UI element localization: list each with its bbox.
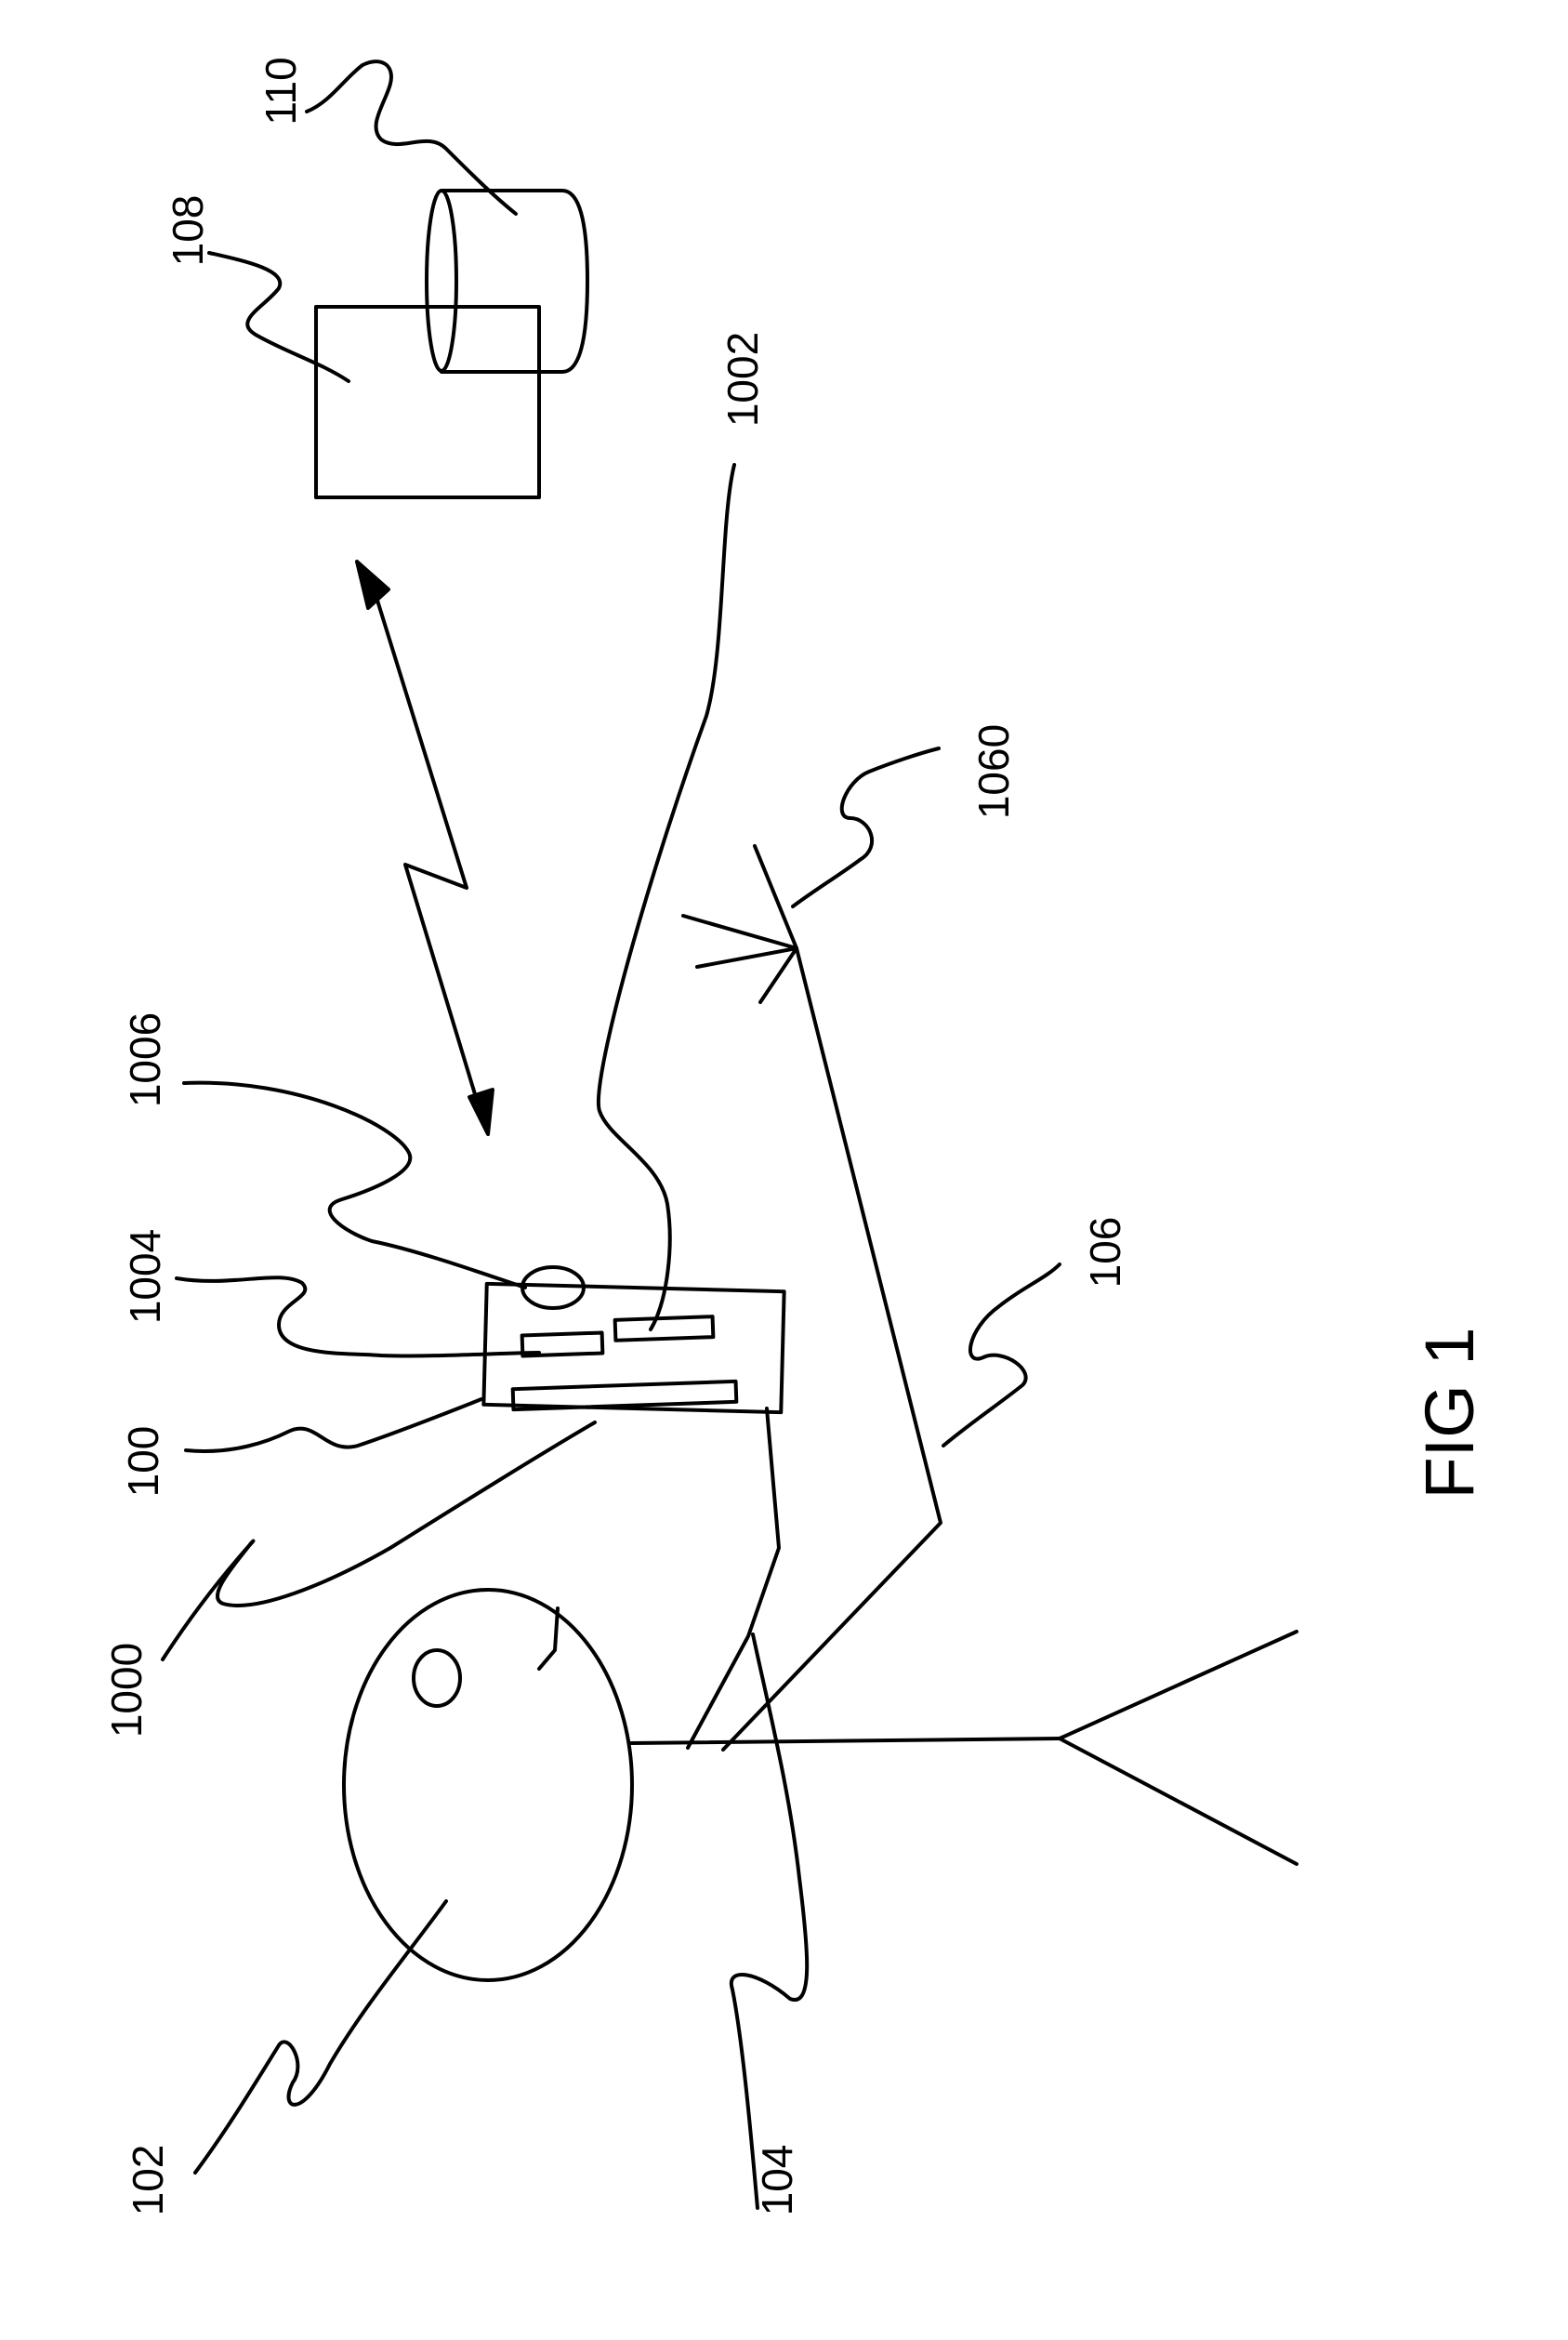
leader-1000 [163,1422,595,1659]
database-cylinder-body [441,191,587,372]
label-1002: 1002 [718,332,767,427]
leader-100 [186,1399,481,1451]
person-eye [414,1650,460,1706]
leader-106 [943,1264,1060,1446]
person-arm-raised [723,948,941,1750]
leader-104 [731,1634,807,2208]
device-body [483,1284,784,1412]
leader-102 [195,1901,446,2173]
person-hand [683,846,797,1002]
leader-108 [209,253,349,381]
label-110: 110 [257,57,305,125]
figure-caption: FIG 1 [1411,1327,1488,1499]
leader-1006 [184,1083,525,1288]
person-head [344,1590,632,1980]
label-102: 102 [124,2145,172,2216]
label-100: 100 [119,1426,167,1498]
server-and-database [316,191,587,497]
leader-1002 [599,465,734,1329]
label-106: 106 [1081,1217,1129,1289]
arrowhead-bottom [469,1090,493,1134]
handheld-device [483,1267,784,1412]
person-mouth [539,1608,558,1669]
person-leg-lower [1060,1738,1297,1864]
server-box [316,307,539,497]
label-108: 108 [164,195,212,267]
label-1006: 1006 [121,1012,169,1107]
wireless-link-arrow [357,562,493,1134]
label-1000: 1000 [102,1643,151,1738]
person-figure [344,846,1297,1980]
database-cylinder-end [427,191,456,371]
arrowhead-top [357,562,389,608]
person-torso [630,1738,1060,1743]
label-1060: 1060 [969,724,1018,819]
leader-1060 [793,748,939,906]
label-1004: 1004 [121,1229,169,1324]
person-leg-upper [1060,1632,1297,1738]
label-104: 104 [753,2145,801,2216]
wireless-link-line [370,576,481,1116]
device-component-1002 [615,1316,714,1341]
